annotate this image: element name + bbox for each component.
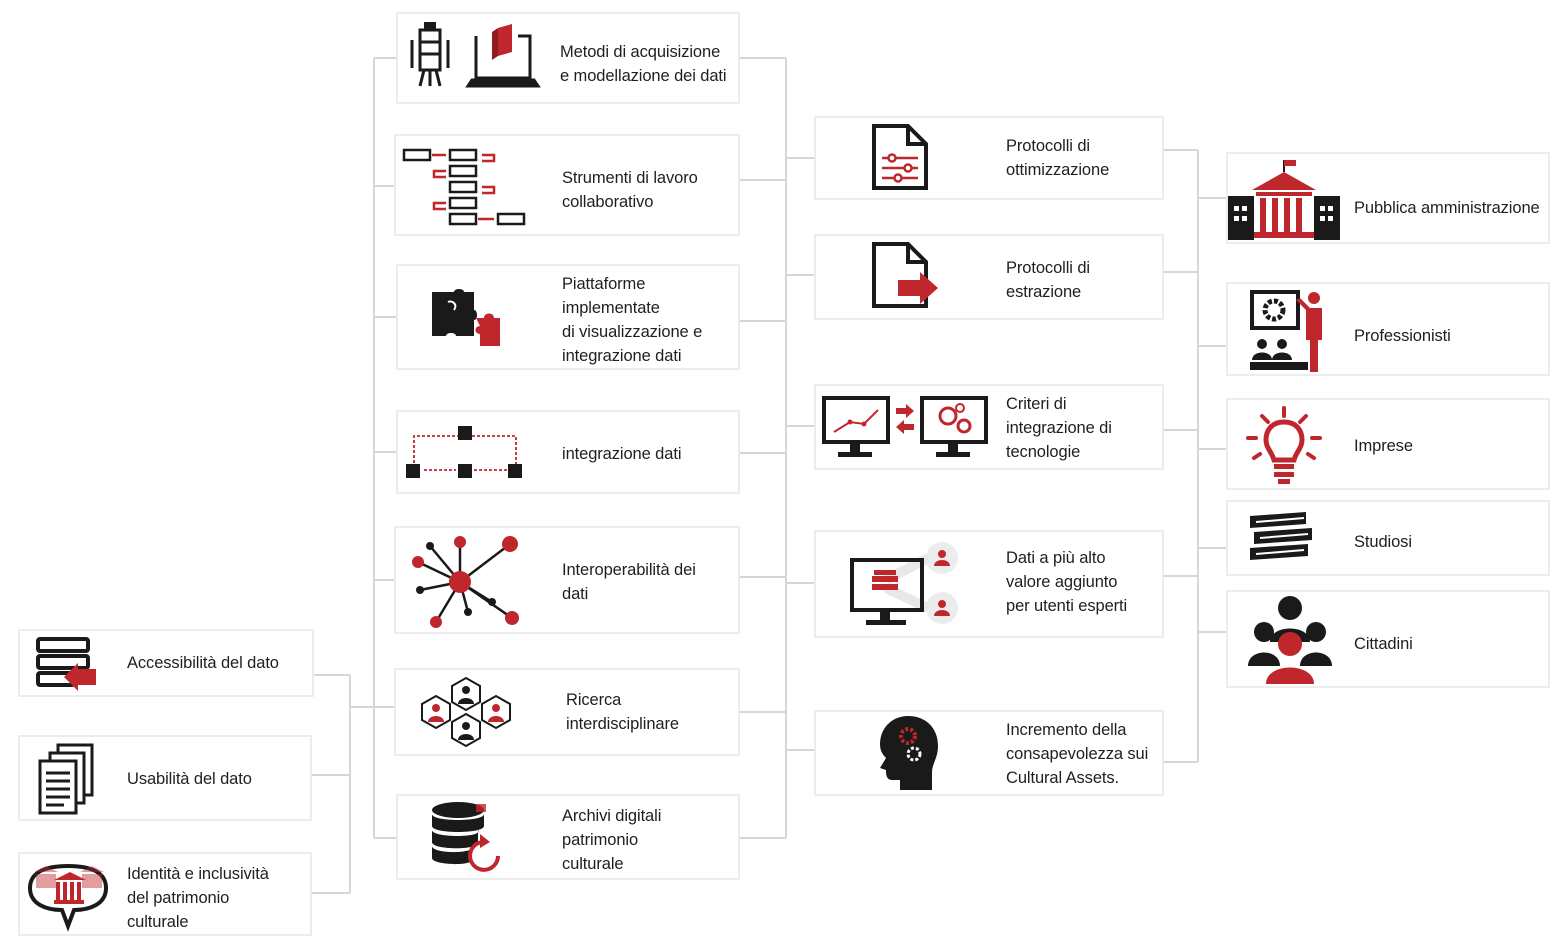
node-usabilita: Usabilità del dato — [18, 735, 312, 821]
database-refresh-icon — [432, 802, 500, 872]
server-arrow-icon — [36, 637, 96, 691]
user-pubblica-amministrazione: Pubblica amministrazione — [1226, 152, 1550, 244]
node-label: Cittadini — [1354, 635, 1413, 653]
puzzle-icon — [432, 289, 500, 346]
presenter-icon — [1250, 290, 1322, 372]
data-flow-icon — [406, 426, 522, 478]
node-label: Pubblica amministrazione — [1354, 199, 1540, 217]
monitor-users-icon — [850, 542, 958, 625]
town-hall-icon — [1228, 160, 1340, 240]
lightbulb-icon — [1246, 406, 1322, 484]
user-professionisti: Professionisti — [1226, 282, 1550, 376]
workflow-icon — [402, 148, 526, 226]
user-imprese: Imprese — [1226, 398, 1550, 490]
documents-stack-icon — [38, 743, 94, 815]
document-export-icon — [872, 242, 938, 308]
node-label: Accessibilità del dato — [127, 654, 279, 672]
scanner-laptop-icon — [410, 22, 541, 88]
node-label: integrazione dati — [562, 445, 682, 463]
hexagon-people-icon — [421, 676, 511, 748]
user-cittadini: Cittadini — [1226, 590, 1550, 688]
people-group-icon — [1248, 596, 1332, 684]
network-icon — [412, 536, 519, 628]
books-icon — [1250, 512, 1312, 560]
museum-speech-icon — [27, 863, 109, 932]
user-studiosi: Studiosi — [1226, 500, 1550, 576]
head-gears-icon — [880, 716, 938, 790]
two-monitors-icon — [822, 396, 988, 457]
node-accessibilita: Accessibilità del dato — [18, 629, 314, 697]
document-sliders-icon — [872, 124, 928, 190]
node-label: Imprese — [1354, 437, 1413, 455]
node-label: Studiosi — [1354, 533, 1412, 551]
node-integrazione-dati: integrazione dati — [396, 410, 740, 494]
node-label: Usabilità del dato — [127, 770, 252, 788]
node-label: Professionisti — [1354, 327, 1451, 345]
